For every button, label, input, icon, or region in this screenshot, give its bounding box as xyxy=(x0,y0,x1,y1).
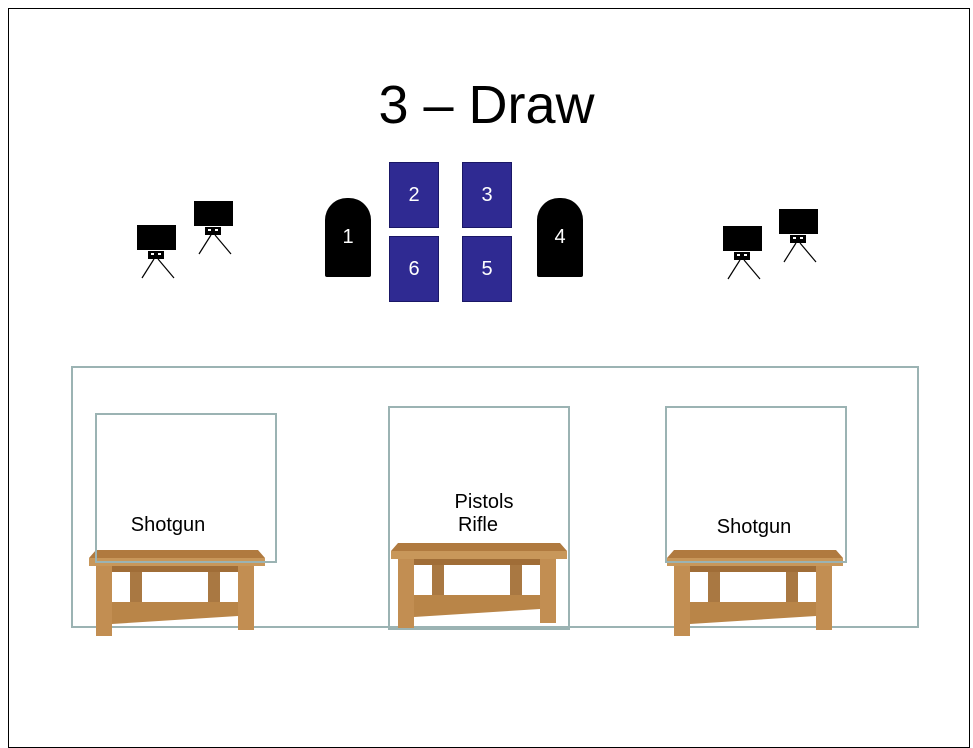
slide-title: 3 – Draw xyxy=(0,72,973,138)
station-label-center: Pistols Rifle xyxy=(424,491,544,537)
staging-box-left xyxy=(95,413,277,563)
station-firearm-label: Shotgun xyxy=(108,514,228,537)
station-firearm-label: Pistols xyxy=(424,491,544,514)
paper-target-2: 2 xyxy=(389,162,439,228)
target-number: 3 xyxy=(481,184,492,207)
station-label-left: Shotgun xyxy=(108,514,228,537)
station-firearm-label: Shotgun xyxy=(694,516,814,539)
target-number: 1 xyxy=(342,226,353,249)
target-number: 2 xyxy=(408,184,419,207)
target-number: 5 xyxy=(481,258,492,281)
paper-target-5: 5 xyxy=(462,236,512,302)
paper-target-6: 6 xyxy=(389,236,439,302)
clay-thrower-icon xyxy=(722,224,764,280)
steel-target-4: 4 xyxy=(537,198,583,277)
target-number: 4 xyxy=(554,226,565,249)
station-firearm-label: Rifle xyxy=(412,514,544,537)
clay-thrower-icon xyxy=(193,199,235,255)
steel-target-1: 1 xyxy=(325,198,371,277)
target-number: 6 xyxy=(408,258,419,281)
station-label-right: Shotgun xyxy=(694,516,814,539)
paper-target-3: 3 xyxy=(462,162,512,228)
staging-box-right xyxy=(665,406,847,563)
clay-thrower-icon xyxy=(136,223,178,279)
clay-thrower-icon xyxy=(778,207,820,263)
